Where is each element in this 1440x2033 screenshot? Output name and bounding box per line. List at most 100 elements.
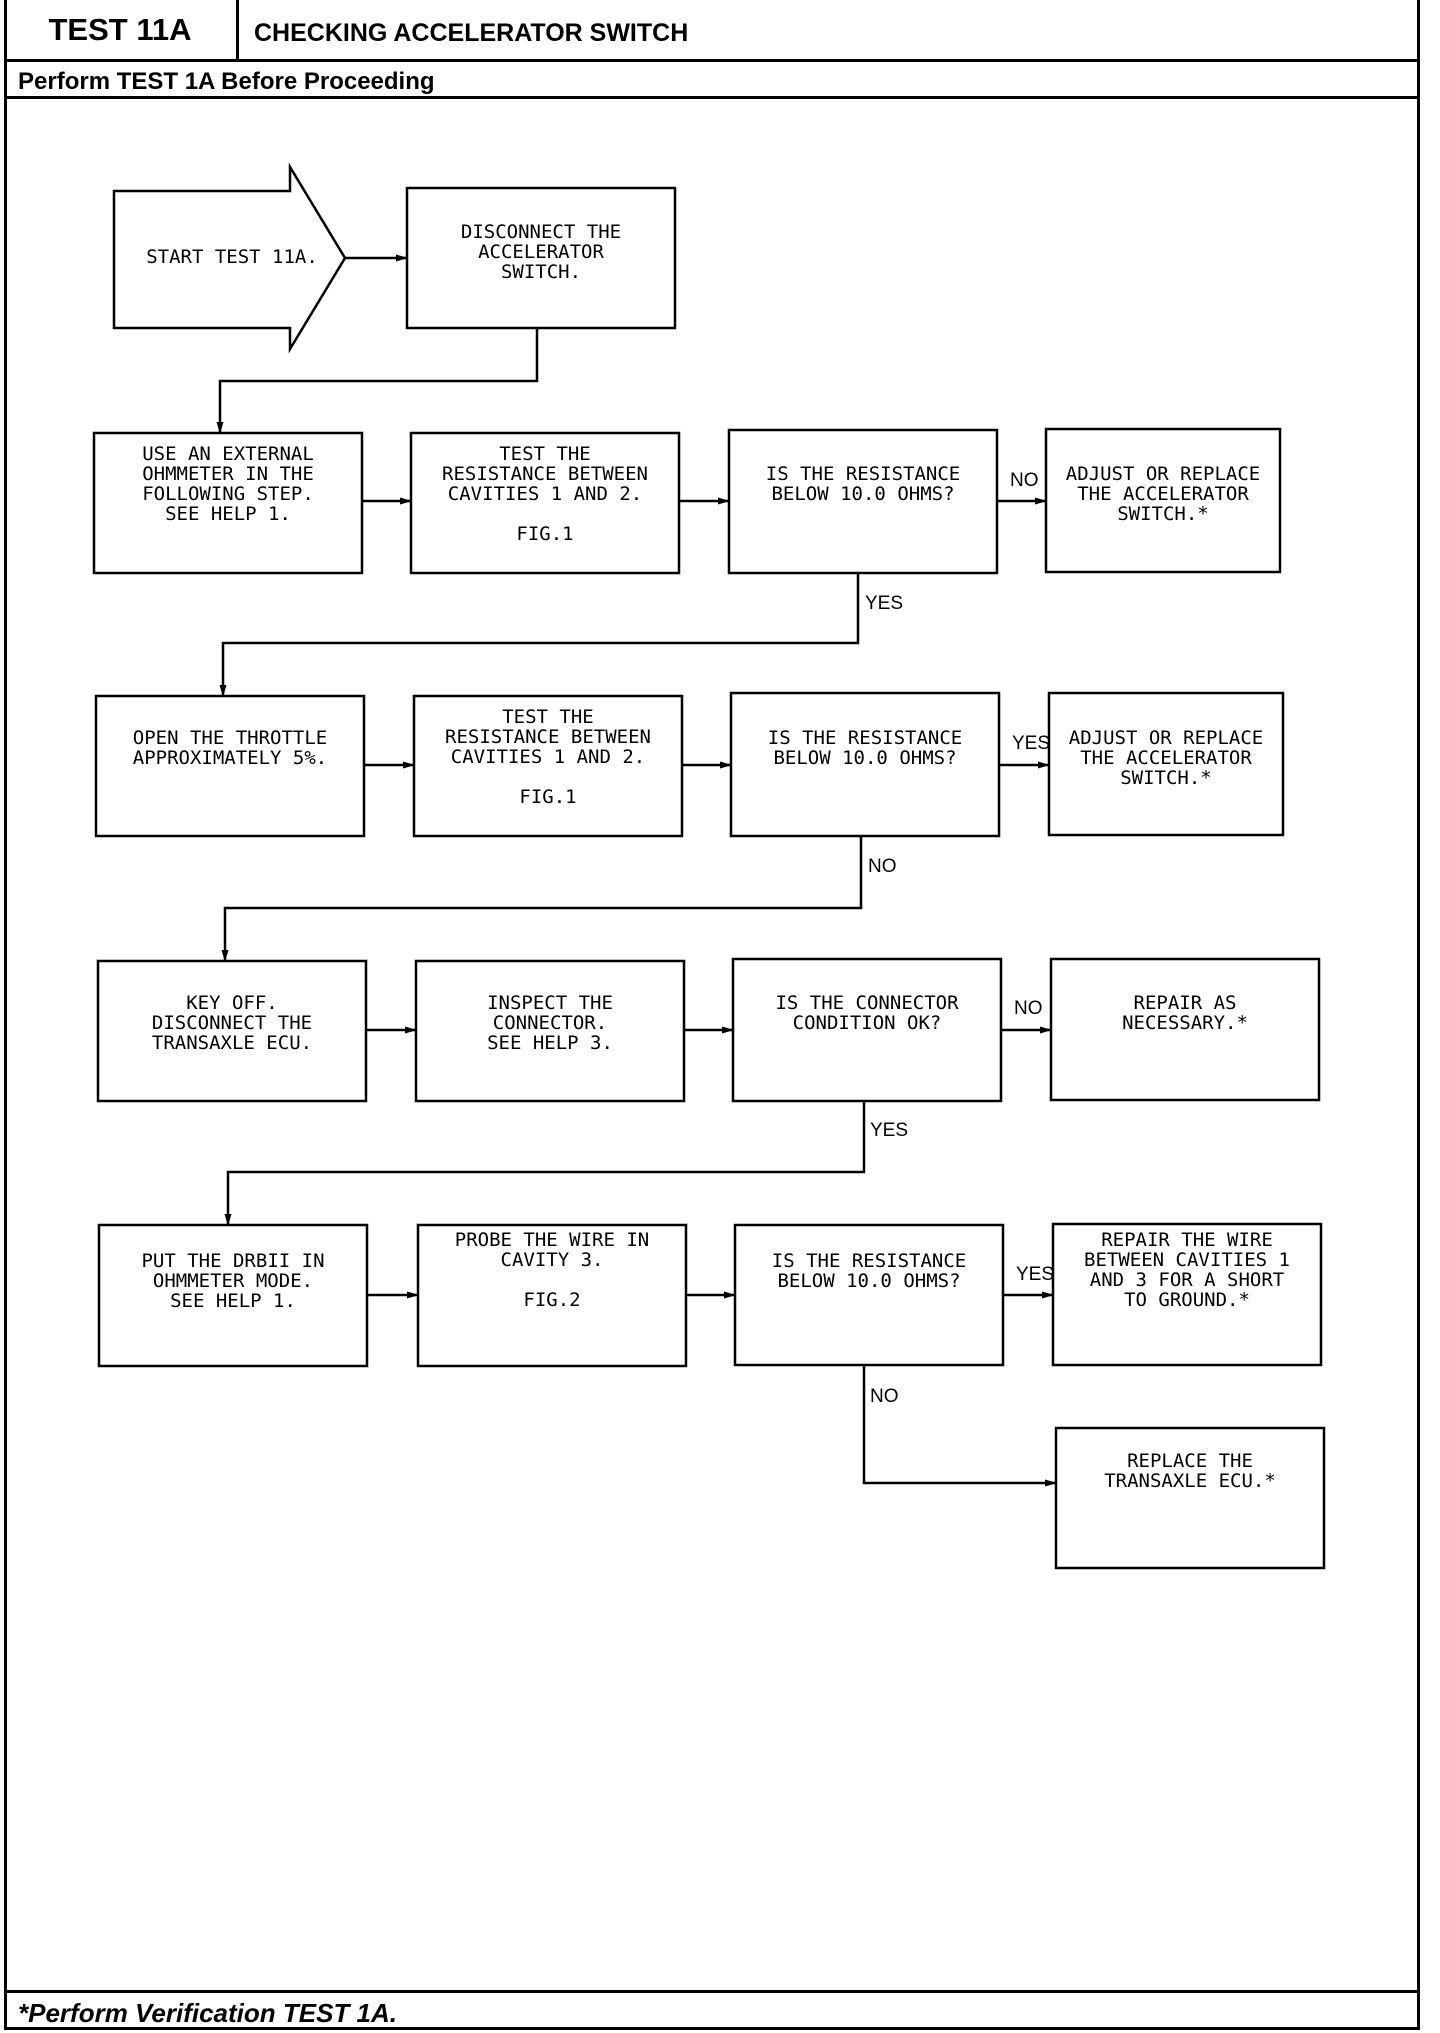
- box-text-line: [539, 503, 550, 525]
- box-text-line: SWITCH.*: [1120, 767, 1212, 789]
- r4-question-box: [733, 1223, 1005, 1367]
- box-text-line: PROBE THE WIRE IN: [455, 1229, 649, 1251]
- box-text-line: SWITCH.*: [1117, 503, 1209, 525]
- r4-no-label: NO: [870, 1386, 899, 1407]
- box-text-line: TRANSAXLE ECU.: [152, 1032, 312, 1054]
- r3-yes-label: YES: [870, 1120, 908, 1141]
- box-text-line: OHMMETER MODE.: [153, 1270, 313, 1292]
- r4-probe-box: [416, 1223, 688, 1368]
- r3-no-label: NO: [1014, 998, 1043, 1019]
- box-text-line: RESISTANCE BETWEEN: [445, 726, 651, 748]
- box-text-line: OPEN THE THROTTLE: [133, 727, 327, 749]
- footnote: *Perform Verification TEST 1A.: [18, 1998, 398, 2028]
- box-text-line: TRANSAXLE ECU.*: [1104, 1470, 1276, 1492]
- disconnect-box: [405, 186, 677, 330]
- box-text-line: [546, 1269, 557, 1291]
- box-text-line: SEE HELP 1.: [170, 1290, 296, 1312]
- box-text-line: FIG.2: [523, 1289, 580, 1311]
- header-bar: TEST 11A CHECKING ACCELERATOR SWITCH: [4, 0, 1420, 62]
- box-text-line: BELOW 10.0 OHMS?: [777, 1270, 960, 1292]
- box-text-line: REPAIR AS: [1134, 992, 1237, 1014]
- test-title: CHECKING ACCELERATOR SWITCH: [254, 19, 689, 47]
- box-text-line: REPAIR THE WIRE: [1101, 1229, 1273, 1251]
- box-text-line: CONNECTOR.: [493, 1012, 607, 1034]
- box-text-line: FIG.1: [519, 786, 576, 808]
- box-text-line: CAVITY 3.: [501, 1249, 604, 1271]
- connector: [224, 1101, 866, 1226]
- box-text-line: CAVITIES 1 AND 2.: [451, 746, 645, 768]
- page-frame: [4, 0, 1420, 2030]
- box-text-line: THE ACCELERATOR: [1077, 483, 1249, 505]
- box-text-line: KEY OFF.: [186, 992, 278, 1014]
- test-id: TEST 11A: [4, 0, 239, 59]
- box-text-line: AND 3 FOR A SHORT: [1090, 1269, 1284, 1291]
- prerequisite-bar: Perform TEST 1A Before Proceeding: [4, 62, 1420, 99]
- box-text-line: REPLACE THE: [1127, 1450, 1253, 1472]
- box-text-line: BETWEEN CAVITIES 1: [1084, 1249, 1290, 1271]
- box-text-line: NECESSARY.*: [1122, 1012, 1248, 1034]
- r4-yes-label: YES: [1016, 1264, 1054, 1285]
- prerequisite-text: Perform TEST 1A Before Proceeding: [18, 68, 435, 95]
- box-text-line: TEST THE: [499, 443, 591, 465]
- box-text-line: TEST THE: [502, 706, 594, 728]
- footer-bar: *Perform Verification TEST 1A.: [4, 1990, 1420, 2030]
- box-text-line: ACCELERATOR: [478, 241, 604, 263]
- box-text-line: CONDITION OK?: [793, 1012, 942, 1034]
- box-text-line: IS THE RESISTANCE: [768, 727, 962, 749]
- r1-no-label: NO: [1010, 470, 1039, 491]
- box-text-line: CAVITIES 1 AND 2.: [448, 483, 642, 505]
- r2-yes-label: YES: [1012, 733, 1050, 754]
- r3-result-box: [1049, 957, 1321, 1102]
- box-text-line: THE ACCELERATOR: [1080, 747, 1252, 769]
- box-text-line: DISCONNECT THE: [152, 1012, 312, 1034]
- r5-result-box: [1054, 1426, 1326, 1570]
- box-text-line: BELOW 10.0 OHMS?: [773, 747, 956, 769]
- start-text: START TEST 11A.: [146, 246, 318, 268]
- connector: [216, 328, 539, 434]
- r2-test-box: [412, 694, 684, 838]
- box-text-line: IS THE RESISTANCE: [772, 1250, 966, 1272]
- r2-question-box: [729, 691, 1001, 838]
- box-text-line: PUT THE DRBII IN: [141, 1250, 324, 1272]
- box-text-line: TO GROUND.*: [1124, 1289, 1250, 1311]
- box-text-line: RESISTANCE BETWEEN: [442, 463, 648, 485]
- r4-result-box: [1051, 1222, 1323, 1367]
- box-text-line: ADJUST OR REPLACE: [1066, 463, 1260, 485]
- r1-use-box: [92, 431, 364, 575]
- box-text-line: SEE HELP 3.: [487, 1032, 613, 1054]
- box-text-line: BELOW 10.0 OHMS?: [771, 483, 954, 505]
- connector: [219, 573, 860, 697]
- box-text-line: APPROXIMATELY 5%.: [133, 747, 327, 769]
- box-text-line: USE AN EXTERNAL: [142, 443, 314, 465]
- box-text-line: OHMMETER IN THE: [142, 463, 314, 485]
- box-text-line: ADJUST OR REPLACE: [1069, 727, 1263, 749]
- r2-result-box: [1047, 691, 1285, 837]
- box-text-line: SEE HELP 1.: [165, 503, 291, 525]
- box-text-line: INSPECT THE: [487, 992, 613, 1014]
- r2-no-label: NO: [868, 856, 897, 877]
- box-text-line: FOLLOWING STEP.: [142, 483, 314, 505]
- connector: [862, 1365, 1057, 1487]
- r1-question-box: [727, 428, 999, 575]
- r1-test-box: [409, 431, 681, 575]
- start-arrow: [112, 162, 347, 354]
- r1-result-box: [1044, 427, 1282, 574]
